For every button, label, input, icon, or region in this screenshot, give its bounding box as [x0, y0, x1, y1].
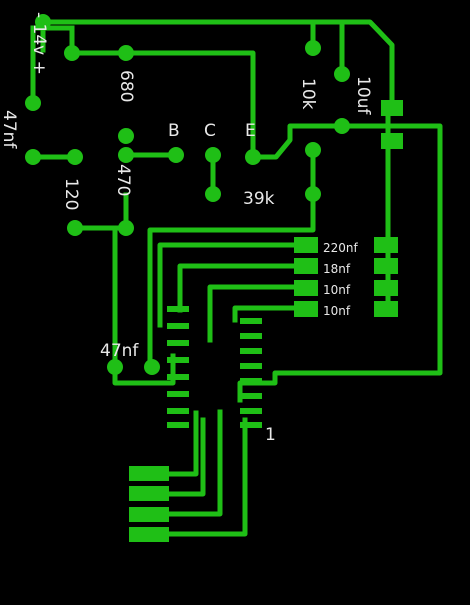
header-pin-3 — [129, 507, 169, 522]
pad-47nf-a — [25, 149, 41, 165]
label-pin-b: B — [168, 121, 180, 141]
trace-second-rail — [69, 25, 256, 158]
pad-right-4 — [374, 301, 398, 317]
label-220nf: 220nf — [323, 241, 359, 255]
pad-right-2 — [374, 258, 398, 274]
pad-220nf — [294, 237, 318, 253]
trace-cap-10nf-b — [232, 305, 303, 323]
copper-traces — [30, 19, 443, 537]
label-18nf: 18nf — [323, 262, 351, 276]
trace-header-3 — [162, 409, 223, 517]
ic-pin-l7 — [167, 408, 189, 414]
pad-470-bottom — [118, 220, 134, 236]
ic-pin-l2 — [167, 323, 189, 329]
pad-470-top — [118, 147, 134, 163]
pad-10uf-top — [334, 66, 350, 82]
pad-10uf-mid — [334, 118, 350, 134]
smd-pads — [129, 100, 403, 542]
trace-header-2 — [162, 417, 206, 497]
pad-680-bottom — [118, 128, 134, 144]
pad-10uf-sq-top — [381, 100, 403, 116]
label-10nf-a: 10nf — [323, 283, 351, 297]
label-supply: - 14v + — [29, 12, 49, 75]
ic-pin-l5 — [167, 374, 189, 380]
label-470: 470 — [113, 164, 133, 196]
pad-47nf-mid-a — [107, 359, 123, 375]
ic-pin-l1 — [167, 306, 189, 312]
pad-10k-top — [305, 40, 321, 56]
pad-left-103 — [25, 95, 41, 111]
label-47nf-mid: 47nf — [100, 341, 139, 361]
trace-top-rail — [40, 19, 395, 113]
pad-47nf-mid-b — [144, 359, 160, 375]
pad-c — [205, 147, 221, 163]
label-pin-e: E — [245, 121, 256, 141]
pad-680-top — [118, 45, 134, 61]
pad-supply-plus — [64, 45, 80, 61]
silkscreen-labels: - 14v + 47nf 680 120 470 B C E 10k 10uf … — [0, 12, 373, 445]
ic-pin-r6 — [240, 393, 262, 399]
pad-120 — [67, 220, 83, 236]
ic-pin-l4 — [167, 357, 189, 363]
ic-pin-r7 — [240, 408, 262, 414]
pad-18nf — [294, 258, 318, 274]
pad-47nf-b — [67, 149, 83, 165]
header-pin-1 — [129, 466, 169, 481]
header-pin-2 — [129, 486, 169, 501]
label-10uf: 10uf — [353, 76, 373, 115]
label-pin-1: 1 — [265, 425, 276, 445]
pad-top-left — [35, 14, 51, 30]
pad-10uf-sq-bottom — [381, 133, 403, 149]
ic-pin-l8 — [167, 422, 189, 428]
ic-pin-r3 — [240, 348, 262, 354]
label-39k: 39k — [243, 189, 275, 209]
pad-right-3 — [374, 280, 398, 296]
trace-39k-to-ic — [147, 191, 316, 370]
ic-pin-r5 — [240, 378, 262, 384]
pad-e — [245, 149, 261, 165]
label-pin-c: C — [204, 121, 216, 141]
trace-cap-220nf — [157, 242, 303, 328]
pad-39k-bottom — [305, 186, 321, 202]
trace-cap-18nf — [177, 263, 303, 313]
label-10k: 10k — [298, 78, 318, 110]
trace-header-4 — [162, 417, 248, 537]
label-47nf-left: 47nf — [0, 110, 19, 149]
ic-pin-r2 — [240, 333, 262, 339]
label-120: 120 — [61, 178, 81, 210]
pad-right-1 — [374, 237, 398, 253]
ic-pin-r1 — [240, 318, 262, 324]
pad-c-node — [205, 186, 221, 202]
label-680: 680 — [116, 70, 136, 102]
trace-header-1 — [162, 410, 199, 477]
pad-b — [168, 147, 184, 163]
label-10nf-b: 10nf — [323, 304, 351, 318]
round-pads — [25, 14, 350, 375]
header-pin-4 — [129, 527, 169, 542]
ic-pin-r4 — [240, 363, 262, 369]
trace-120-470 — [72, 192, 129, 231]
ic-pin-r8 — [240, 422, 262, 428]
trace-cap-10nf-a — [207, 284, 303, 343]
ic-pin-l6 — [167, 391, 189, 397]
ic-pin-l3 — [167, 340, 189, 346]
pad-10nf-b — [294, 301, 318, 317]
pad-10nf-a — [294, 280, 318, 296]
pad-39k-top — [305, 142, 321, 158]
